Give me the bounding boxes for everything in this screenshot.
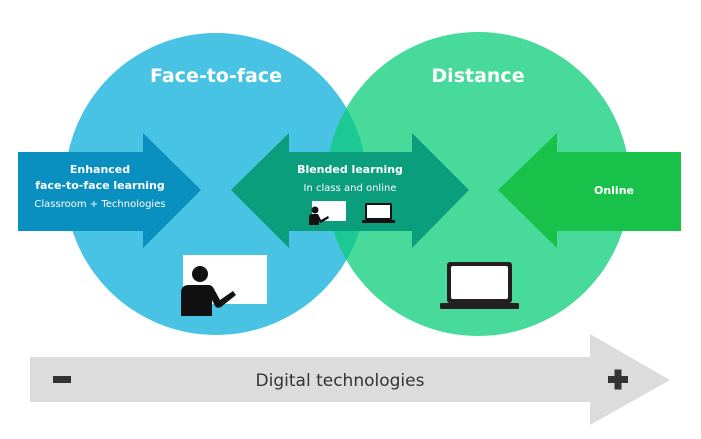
laptop-icon (362, 203, 395, 223)
blended-title: Blended learning (297, 163, 403, 176)
online-arrow (498, 133, 681, 248)
enhanced-line2: face-to-face learning (35, 179, 165, 192)
enhanced-line1: Enhanced (70, 163, 130, 176)
blended-arrow (231, 133, 469, 248)
laptop-icon (440, 262, 519, 309)
enhanced-arrow (18, 133, 201, 248)
face-to-face-circle (65, 33, 367, 335)
online-title: Online (594, 184, 634, 197)
distance-title: Distance (431, 65, 524, 87)
distance-circle (326, 32, 630, 336)
digital-technologies-label: Digital technologies (256, 371, 425, 391)
teacher-whiteboard-icon (309, 201, 346, 225)
face-to-face-title: Face-to-face (150, 65, 282, 87)
digital-technologies-arrow (30, 334, 670, 425)
blended-sub: In class and online (304, 183, 397, 194)
minus-icon (53, 376, 71, 383)
teacher-whiteboard-icon (181, 255, 267, 316)
plus-icon: + (608, 369, 628, 390)
enhanced-sub: Classroom + Technologies (34, 199, 165, 210)
